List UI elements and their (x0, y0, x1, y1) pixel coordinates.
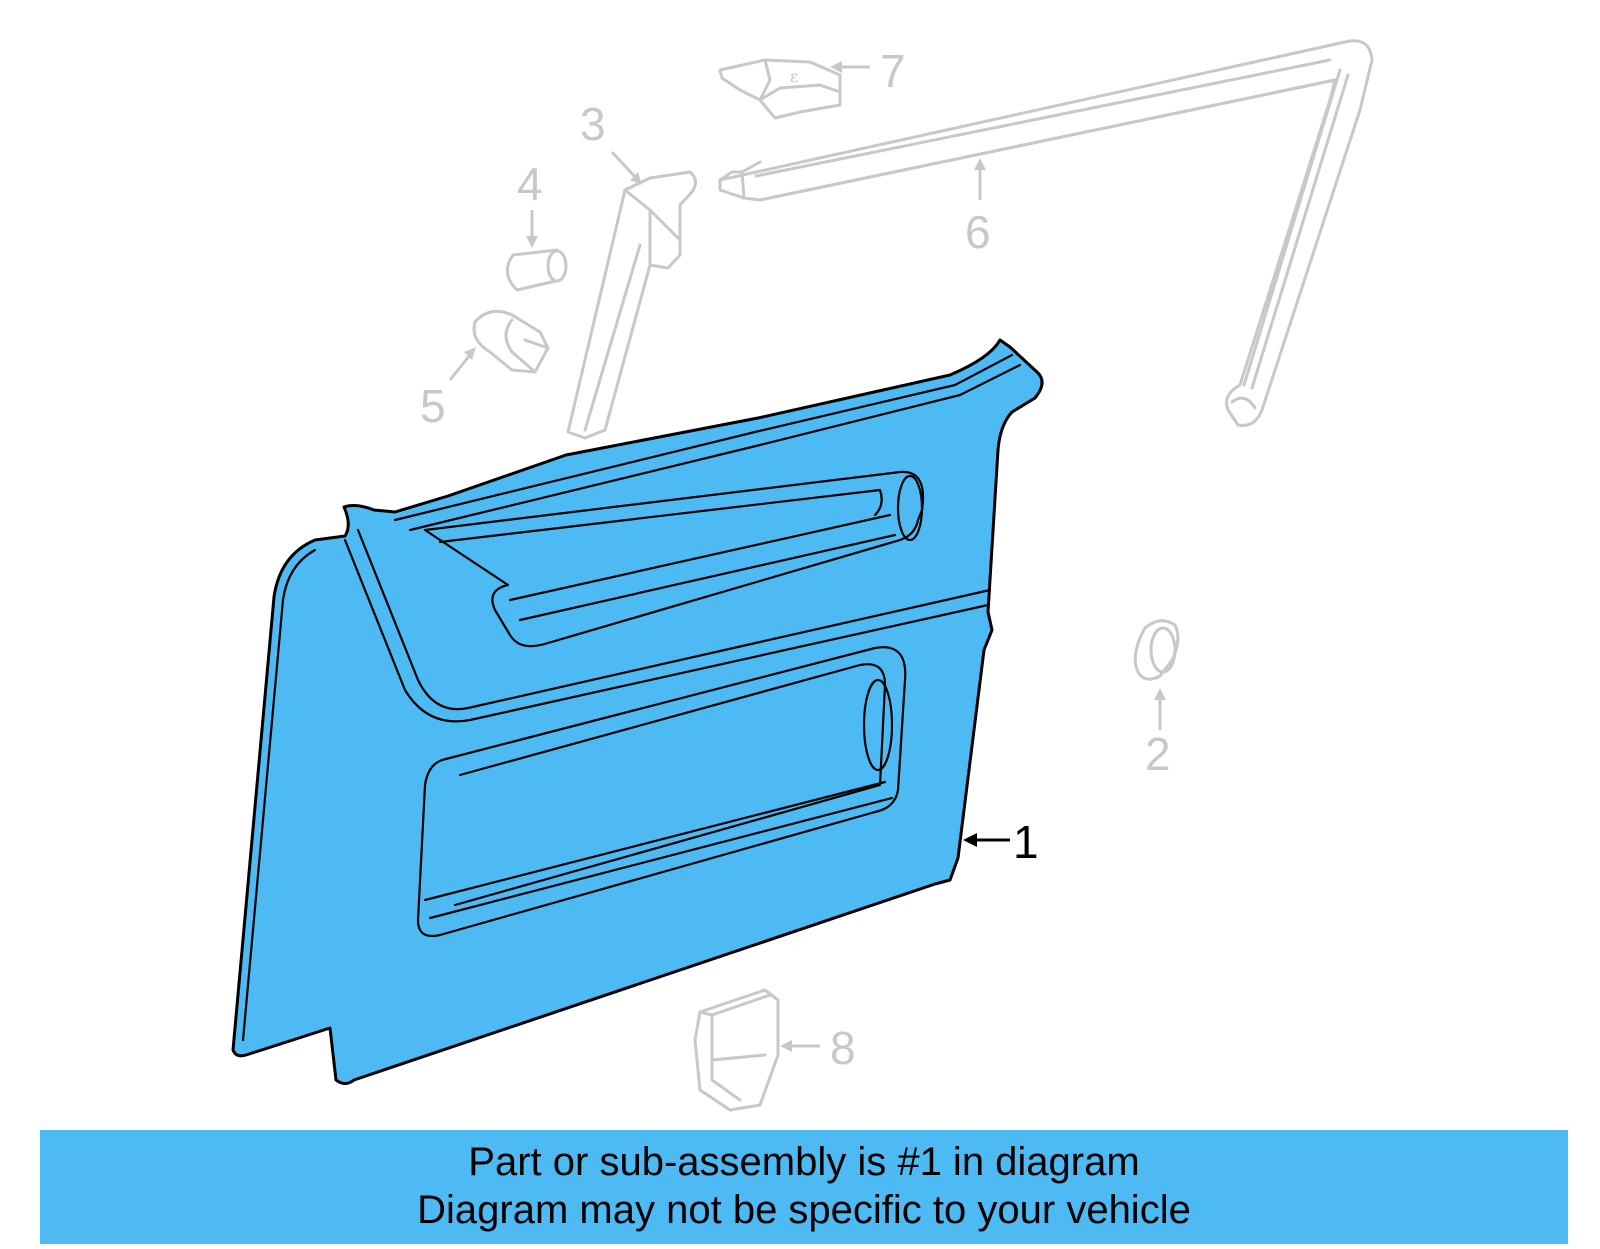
callout-2: 2 (1145, 728, 1171, 780)
part-3-pillar-trim (566, 170, 697, 440)
disclaimer-banner: Part or sub-assembly is #1 in diagram Di… (40, 1130, 1568, 1244)
callout-arrows (448, 61, 1166, 1052)
callout-5: 5 (420, 380, 446, 432)
banner-line-2: Diagram may not be specific to your vehi… (417, 1188, 1191, 1232)
part-4-push-pin (505, 248, 568, 292)
part-1-door-trim-panel (231, 338, 1044, 1085)
part-5-retainer (472, 309, 550, 374)
callout-8: 8 (830, 1022, 856, 1074)
part-7-clip: ε (718, 58, 842, 120)
callout-4: 4 (517, 158, 543, 210)
svg-text:ε: ε (790, 67, 798, 86)
part-8-bracket (693, 988, 780, 1112)
callout-1: 1 (1013, 816, 1039, 868)
parts-diagram: ε (231, 39, 1374, 1112)
callout-6: 6 (965, 206, 991, 258)
banner-line-1: Part or sub-assembly is #1 in diagram (468, 1140, 1140, 1184)
part-2-plug (1133, 619, 1180, 681)
callout-3: 3 (580, 98, 606, 150)
callout-7: 7 (880, 45, 906, 97)
part-6-weatherstrip (718, 39, 1374, 427)
